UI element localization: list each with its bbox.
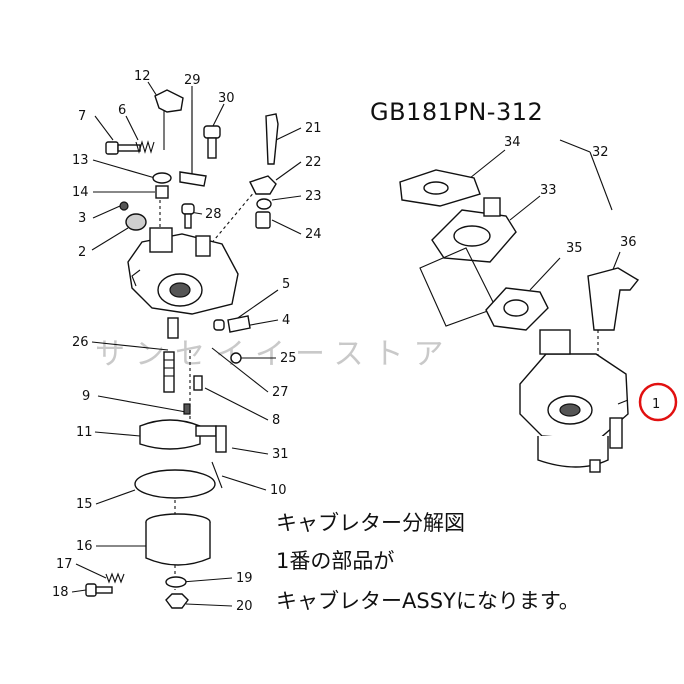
part-2-cap [125, 213, 147, 231]
left-exploded-view [71, 81, 302, 609]
part-label: 2 [78, 245, 86, 260]
part-label: 28 [205, 207, 222, 222]
part-30-screw [203, 125, 221, 159]
part-label-1: 1 [652, 397, 660, 412]
part-16-float-bowl [145, 513, 211, 566]
part-23-ring [256, 198, 272, 210]
part-label: 20 [236, 599, 253, 614]
part-13-washer [152, 172, 172, 184]
carburetor-assembly [519, 329, 629, 473]
part-31-shaft [215, 425, 227, 453]
caption-block: キャブレター分解図 1番の部品が キャブレターASSYになります。 [276, 511, 580, 613]
part-20-nut [165, 593, 189, 609]
part-24-bushing [255, 211, 271, 229]
part-label: 10 [270, 483, 287, 498]
part-label: 13 [72, 153, 89, 168]
part-22-lever [249, 175, 277, 195]
part-label: 21 [305, 121, 322, 136]
part-label: 4 [282, 313, 290, 328]
part-1-highlight-circle [638, 382, 678, 422]
part-10-pin [211, 461, 223, 489]
part-14-bushing [155, 185, 169, 199]
part-label: 19 [236, 571, 253, 586]
caption-line-2: 1番の部品が [276, 549, 394, 573]
part-5-screw [213, 319, 225, 331]
part-34-gasket [399, 169, 481, 207]
part-label: 30 [218, 91, 235, 106]
right-labels: 34 32 33 35 36 [504, 135, 637, 256]
part-label: 5 [282, 277, 290, 292]
part-label: 22 [305, 155, 322, 170]
part-19-washer [165, 576, 187, 588]
part-label: 11 [76, 425, 93, 440]
part-26-jet-tube [163, 351, 175, 393]
left-labels: 12 29 30 7 6 21 13 22 14 23 3 28 24 2 5 … [52, 69, 322, 614]
part-label: 35 [566, 241, 583, 256]
part-9-clip [183, 403, 191, 415]
carburetor-body-left [127, 227, 239, 339]
part-label: 7 [78, 109, 86, 124]
part-label: 16 [76, 539, 93, 554]
part-label: 14 [72, 185, 89, 200]
part-label: 8 [272, 413, 280, 428]
part-label: 12 [134, 69, 151, 84]
part-label: 34 [504, 135, 521, 150]
part-label: 24 [305, 227, 322, 242]
leader-lines-right [469, 139, 621, 360]
part-35-gasket [485, 287, 549, 331]
part-label: 15 [76, 497, 93, 512]
part-label: 3 [78, 211, 86, 226]
part-label: 27 [272, 385, 289, 400]
part-label: 29 [184, 73, 201, 88]
caption-line-3: キャブレターASSYになります。 [276, 589, 580, 613]
part-11-float [139, 419, 217, 450]
part-12-throttle-lever [154, 89, 184, 150]
part-label: 25 [280, 351, 297, 366]
part-17-spring [105, 572, 125, 584]
part-label: 36 [620, 235, 637, 250]
part-label: 31 [272, 447, 289, 462]
part-29-choke-shaft [179, 100, 207, 187]
part-label: 17 [56, 557, 73, 572]
part-label: 6 [118, 103, 126, 118]
part-8-needle [193, 375, 203, 391]
part-label: 33 [540, 183, 557, 198]
watermark-text: サンセイイーストア [95, 337, 454, 372]
part-7-screw [105, 141, 141, 155]
part-4-plate [227, 315, 251, 333]
part-36-bracket [587, 267, 640, 331]
part-25-nut [230, 352, 242, 364]
part-6-spring [135, 140, 155, 154]
part-label: 18 [52, 585, 69, 600]
right-assembly-view: GB181PN-312 [370, 98, 640, 473]
part-3-plug [119, 201, 129, 211]
part-label: 32 [592, 145, 609, 160]
part-21-choke-lever [265, 113, 279, 165]
part-label: 23 [305, 189, 322, 204]
caption-line-1: キャブレター分解図 [276, 511, 465, 535]
part-label: 9 [82, 389, 90, 404]
part-18-screw [85, 583, 113, 597]
part-28-screw [181, 203, 195, 229]
part-label: 26 [72, 335, 89, 350]
part-15-gasket [134, 469, 216, 499]
model-number: GB181PN-312 [370, 98, 543, 126]
